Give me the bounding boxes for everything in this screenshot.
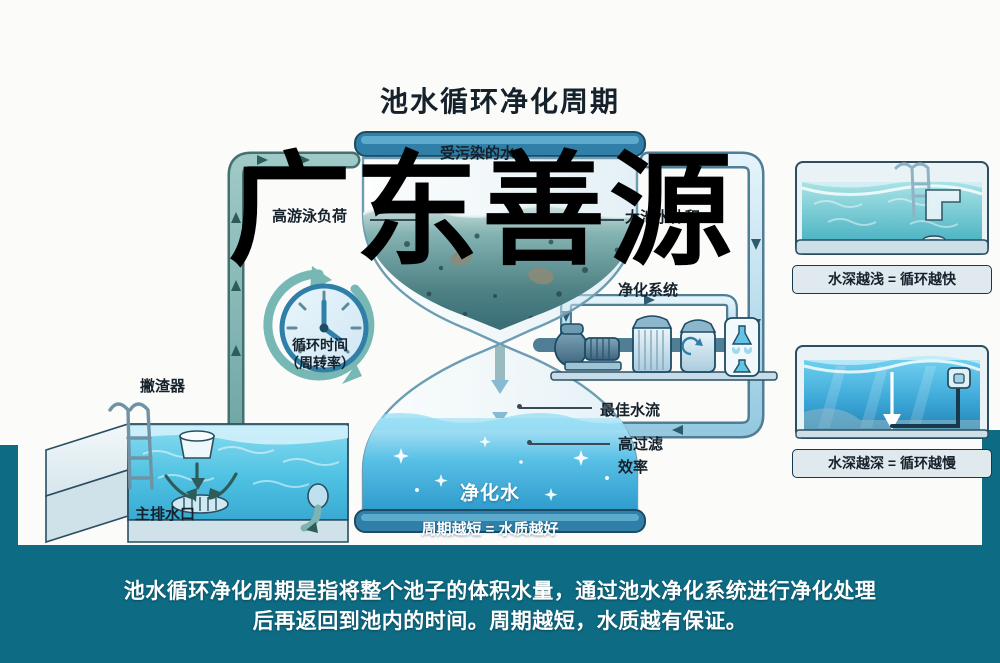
- leader-dot-flow: [517, 404, 522, 409]
- clock-caption-line2: （周转率）: [285, 354, 355, 371]
- left-edge-strip: [0, 445, 18, 545]
- inset-deep-pool: 水深越深 = 循环越慢: [792, 342, 992, 478]
- label-filter-efficiency-line1: 高过滤: [618, 436, 664, 453]
- caption-line-2: 后再返回到池内的时间。周期越短，水质越有保证。: [252, 610, 748, 633]
- chemical-dosing-panel-icon: [724, 317, 760, 377]
- label-polluted-water: 受污染的水: [440, 145, 516, 162]
- leader-line-volume: [586, 219, 624, 221]
- label-purification-system: 净化系统: [618, 282, 679, 299]
- leader-line-filter: [530, 443, 610, 445]
- clock-caption-line1: 循环时间: [292, 337, 348, 353]
- hourglass-illustration: [345, 118, 655, 543]
- pool-pump-icon: [554, 323, 622, 371]
- leader-dot-filter: [527, 440, 532, 445]
- skimmer-basket: [179, 430, 215, 459]
- label-optimal-flow: 最佳水流: [600, 402, 661, 419]
- cycle-time-clock-icon: [252, 258, 387, 393]
- inset-deep-caption: 水深越深 = 循环越慢: [792, 449, 992, 478]
- watermark-text: 广东善源: [228, 140, 736, 283]
- inset-shallow-caption: 水深越浅 = 循环越快: [792, 265, 992, 294]
- leader-line-load: [370, 219, 418, 221]
- filtration-equipment: [550, 315, 778, 381]
- pressure-tank-icon: [679, 319, 717, 373]
- label-skimmer: 撇渣器: [140, 378, 186, 395]
- page-title: 池水循环净化周期: [379, 86, 620, 117]
- label-purified-subtitle: 周期越短 = 水质越好: [421, 521, 559, 538]
- label-high-swim-load: 高游泳负荷: [272, 208, 348, 225]
- cartridge-filter-icon: [631, 315, 673, 373]
- main-drain-grate: [171, 494, 229, 514]
- label-purified-water: 净化水: [459, 483, 520, 504]
- inset-shallow-pool: 水深越浅 = 循环越快: [792, 158, 992, 294]
- pool-cross-section: [45, 402, 349, 544]
- label-main-drain: 主排水口: [135, 506, 196, 523]
- caption-line-1: 池水循环净化周期是指将整个池子的体积水量，通过池水净化系统进行净化处理: [123, 579, 877, 603]
- leader-line-flow: [520, 407, 592, 409]
- label-pool-volume: 大池水体积: [625, 209, 701, 226]
- caption-band: 池水循环净化周期是指将整个池子的体积水量，通过池水净化系统进行净化处理 后再返回…: [0, 545, 1000, 663]
- clock-caption: 循环时间 （周转率）: [255, 337, 385, 372]
- label-filter-efficiency-line2: 效率: [618, 459, 649, 476]
